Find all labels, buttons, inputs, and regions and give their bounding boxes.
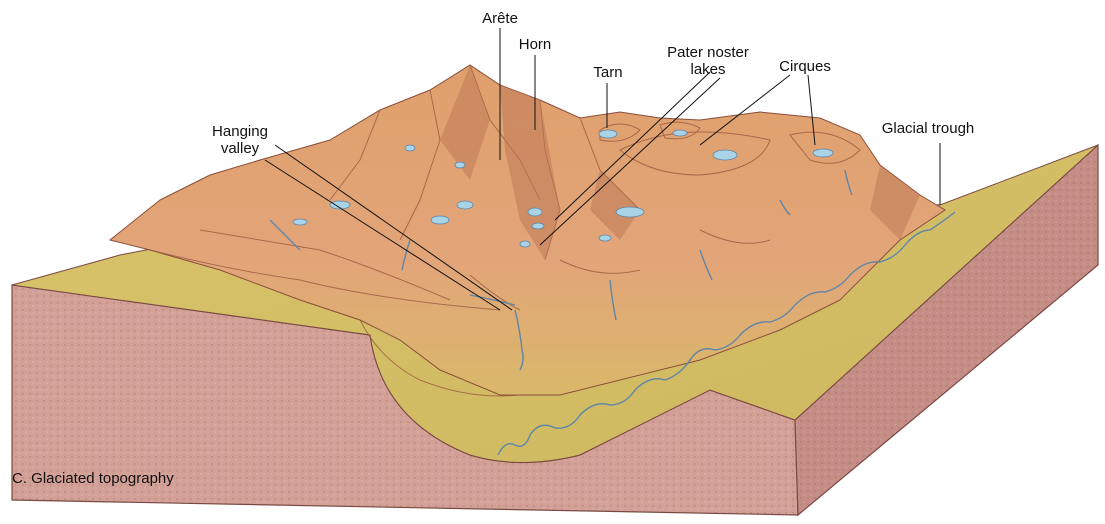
label-tarn: Tarn [585,64,631,81]
label-arete: Arête [470,10,530,27]
label-pater-noster-lakes: Pater noster lakes [648,44,768,78]
label-cirques: Cirques [770,58,840,75]
figure-caption: C. Glaciated topography [12,470,174,487]
label-hanging-valley: Hanging valley [190,123,290,157]
label-horn: Horn [510,36,560,53]
label-glacial-trough: Glacial trough [868,120,988,137]
